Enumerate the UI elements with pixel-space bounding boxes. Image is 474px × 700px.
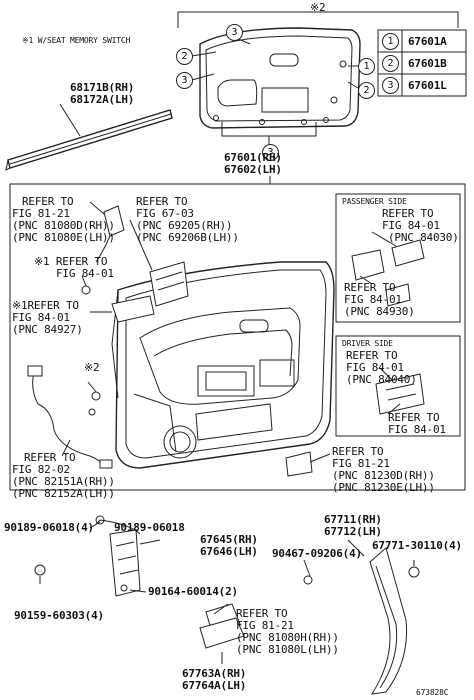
part-67712: 67712(LH) [324, 525, 382, 538]
driver-side-label: DRIVER SIDE [342, 339, 393, 348]
part-68172: 68172A(LH) [70, 93, 135, 106]
legend-num-1: 1 [382, 33, 399, 50]
ref-label: ※1REFER TO [12, 299, 79, 312]
ref-fig: FIG 84-01 [56, 267, 114, 280]
ref-pnc-lh: (PNC 69206B(LH)) [136, 231, 239, 244]
callout-3-bottom: 3 [262, 144, 279, 161]
ref-label: ※1 REFER TO [34, 255, 108, 268]
ref-fig: FIG 81-21 [12, 207, 70, 220]
ref-pnc: (PNC 84927) [12, 323, 83, 336]
legend-part-1: 67601A [408, 35, 447, 48]
callout-3-left: 3 [176, 72, 193, 89]
handle-67763 [199, 603, 245, 664]
ref-label: REFER TO [136, 195, 188, 208]
part-90159-60303: 90159-60303(4) [14, 609, 104, 622]
legend-num-3: 3 [382, 77, 399, 94]
legend-part-2: 67601B [408, 57, 447, 70]
top-door-panel [199, 27, 361, 129]
ref-label: REFER TO [332, 445, 384, 458]
ref-pnc-rh: (PNC 81230D(RH)) [332, 469, 435, 482]
ref-pnc-rh: (PNC 69205(RH)) [136, 219, 233, 232]
part-67763a: 67763A(RH) [182, 667, 247, 680]
ref-label: REFER TO [346, 349, 398, 362]
ref-pnc-rh: (PNC 82151A(RH)) [12, 475, 115, 488]
callout-2: 2 [176, 48, 193, 65]
passenger-box [335, 193, 461, 323]
ref-fig: FIG 84-01 [382, 219, 440, 232]
ref-label: REFER TO [24, 451, 76, 464]
part-67602: 67602(LH) [224, 163, 282, 176]
part-90189-06018: 90189-06018 [114, 521, 185, 534]
passenger-side-label: PASSENGER SIDE [342, 197, 407, 206]
legend-num-2: 2 [382, 55, 399, 72]
part-90164-60014: 90164-60014(2) [148, 585, 238, 598]
ref-pnc: (PNC 84040) [346, 373, 417, 386]
figure-code: 673828C [416, 688, 449, 697]
part-67646: 67646(LH) [200, 545, 258, 558]
callout-2-right: 2 [358, 82, 375, 99]
ref-pnc-rh: (PNC 81080D(RH)) [12, 219, 115, 232]
ref-fig: FIG 84-01 [344, 293, 402, 306]
bracket-67645 [34, 515, 161, 597]
small-parts [27, 205, 425, 477]
ref-pnc: (PNC 84030) [388, 231, 459, 244]
ref-fig: FIG 67-03 [136, 207, 194, 220]
ref-fig: FIG 84-01 [12, 311, 70, 324]
driver-box [335, 335, 461, 437]
part-67771-30110: 67771-30110(4) [372, 539, 462, 552]
top-marker: ※2 [310, 1, 326, 14]
ref-label: REFER TO [236, 607, 288, 620]
ref-label: REFER TO [382, 207, 434, 220]
ref-pnc-rh: (PNC 81080H(RH)) [236, 631, 339, 644]
ref-fig: FIG 84-01 [346, 361, 404, 374]
moulding-strip [5, 103, 173, 171]
part-67645: 67645(RH) [200, 533, 258, 546]
callout-3-top: 3 [226, 24, 243, 41]
ref-fig: FIG 81-21 [236, 619, 294, 632]
ref-label: REFER TO [388, 411, 440, 424]
main-door-panel [111, 261, 335, 469]
ref-pnc-lh: (PNC 82152A(LH)) [12, 487, 115, 500]
ref-fig: FIG 84-01 [388, 423, 446, 436]
part-68171: 68171B(RH) [70, 81, 135, 94]
ref-label: REFER TO [22, 195, 74, 208]
part-67764a: 67764A(LH) [182, 679, 247, 692]
trim-67711 [303, 539, 420, 695]
seat-memory-note: ※1 W/SEAT MEMORY SWITCH [22, 36, 131, 45]
main-box [9, 183, 466, 491]
part-90189-06018-4: 90189-06018(4) [4, 521, 94, 534]
part-67711: 67711(RH) [324, 513, 382, 526]
callout-1-right: 1 [358, 58, 375, 75]
ref-label: REFER TO [344, 281, 396, 294]
ref-fig: FIG 81-21 [332, 457, 390, 470]
top-bracket [177, 11, 459, 28]
ref-pnc-lh: (PNC 81080L(LH)) [236, 643, 339, 656]
legend-part-3: 67601L [408, 79, 447, 92]
marker-2: ※2 [84, 361, 100, 374]
ref-pnc: (PNC 84930) [344, 305, 415, 318]
ref-pnc-lh: (PNC 81230E(LH)) [332, 481, 435, 494]
part-67601: 67601(RH) [224, 151, 282, 164]
ref-pnc-lh: (PNC 81080E(LH)) [12, 231, 115, 244]
part-90467-09206: 90467-09206(4) [272, 547, 362, 560]
ref-fig: FIG 82-02 [12, 463, 70, 476]
